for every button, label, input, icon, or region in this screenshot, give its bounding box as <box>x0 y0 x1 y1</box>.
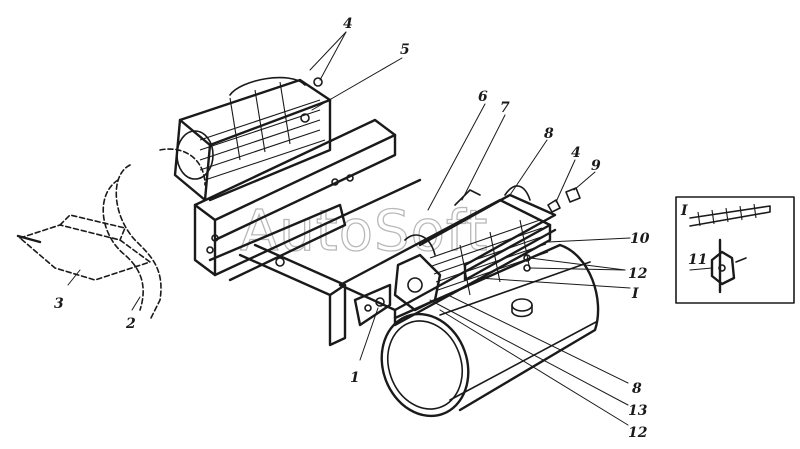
callout-13: 13 <box>628 403 648 419</box>
leader-lines <box>67 31 631 426</box>
inset-title: I <box>680 203 688 219</box>
callout-4-right: 4 <box>571 145 581 161</box>
callout-12-bottom: 12 <box>628 425 648 441</box>
callout-8-bottom: 8 <box>632 381 642 397</box>
callout-1: 1 <box>350 370 360 386</box>
callout-5: 5 <box>400 42 410 58</box>
callout-labels: 4 5 6 7 8 4 9 10 12 I 3 2 1 8 13 12 <box>54 16 650 441</box>
callout-9: 9 <box>591 158 601 174</box>
inset-callout-11: 11 <box>688 252 707 268</box>
inset-detail: I 11 <box>675 196 795 304</box>
callout-6: 6 <box>478 89 488 105</box>
callout-4-top: 4 <box>343 16 353 32</box>
callout-2: 2 <box>125 316 136 332</box>
callout-8-top: 8 <box>544 126 554 142</box>
callout-7: 7 <box>500 100 510 116</box>
left-heater-unit <box>173 76 332 202</box>
left-bracket-assembly <box>16 148 206 321</box>
callout-10: 10 <box>630 231 650 247</box>
callout-I-right: I <box>631 286 639 302</box>
callout-12-right: 12 <box>628 266 648 282</box>
callout-3: 3 <box>54 296 64 312</box>
frame-rail <box>193 118 422 347</box>
